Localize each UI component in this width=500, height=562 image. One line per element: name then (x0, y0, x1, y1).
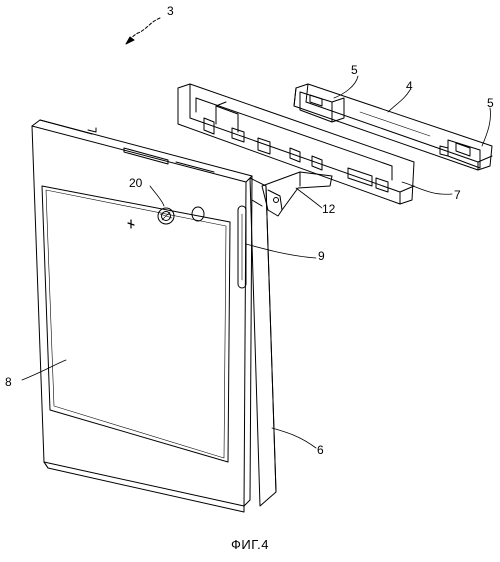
assembly-leader (126, 18, 160, 44)
label-bracket-end-top: 5 (351, 63, 358, 77)
label-side-panel: 6 (317, 443, 324, 457)
panel-plate (178, 84, 414, 204)
label-hinge-clip: 12 (322, 202, 336, 216)
door-frame (32, 120, 252, 512)
hinge-clip (262, 172, 332, 216)
bracket-part (294, 84, 492, 170)
leader-lines (22, 76, 491, 448)
label-bracket-bar: 4 (406, 79, 413, 93)
label-knob: 20 (129, 176, 143, 190)
label-glass-window: 8 (5, 375, 12, 389)
figure-caption: ФИГ.4 (230, 537, 270, 552)
label-indicator: 9 (318, 249, 325, 263)
side-panel (250, 178, 276, 506)
label-assembly: 3 (167, 4, 174, 18)
label-panel-plate: 7 (454, 188, 461, 202)
label-bracket-end-right: 5 (487, 96, 494, 110)
